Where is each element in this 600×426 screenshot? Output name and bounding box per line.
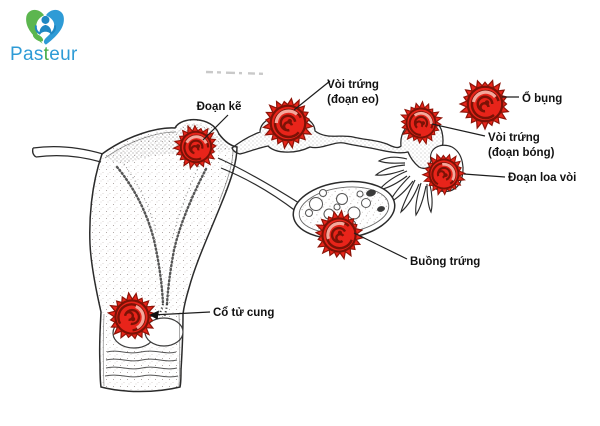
pasteur-wordmark: Pasteur <box>10 45 100 64</box>
label-o-bung: Ổ bụng <box>502 92 562 105</box>
uterus-inner-echo-left <box>89 159 101 231</box>
leader-line-co-tu-cung <box>151 311 211 316</box>
logo-swoosh-right <box>43 9 64 45</box>
ovarian-ligament <box>217 157 300 213</box>
left-tube-stub <box>31 146 104 163</box>
cavity-wall-left <box>115 165 165 306</box>
vagina-wall-echo-left <box>102 313 105 387</box>
corpus-spot-2 <box>377 206 385 212</box>
pasteur-heart-icon <box>26 9 64 45</box>
wordmark-suffix: eur <box>49 44 78 65</box>
uterus <box>89 119 238 393</box>
ovary <box>292 180 396 240</box>
vaginal-rugae <box>104 350 179 378</box>
embryo-marker-abdomen <box>458 78 510 131</box>
label-text-o-bung-0: Ổ bụng <box>522 92 562 105</box>
leader-arrowhead-co-tu-cung <box>149 310 159 320</box>
wordmark-prefix: Pas <box>10 44 44 65</box>
label-text-doan-ke-0: Đoạn kẽ <box>197 101 242 113</box>
label-text-voi-trung-bong-1: (đoạn bóng) <box>488 147 555 159</box>
label-co-tu-cung: Cổ tử cung <box>149 307 274 320</box>
leader-line-voi-trung-eo <box>293 80 331 111</box>
label-doan-ke: Đoạn kẽ <box>197 101 242 141</box>
leader-line-doan-ke <box>202 114 229 141</box>
corpus-spot-1 <box>366 189 376 197</box>
label-doan-loa-voi: Đoạn loa vòi <box>463 172 576 184</box>
logo-person-arm-right <box>50 25 57 35</box>
label-buong-trung: Buồng trứng <box>353 232 480 268</box>
label-text-voi-trung-eo-0: Vòi trứng <box>327 79 379 91</box>
label-text-doan-loa-voi-0: Đoạn loa vòi <box>508 172 576 184</box>
label-voi-trung-eo: Vòi trứng (đoạn eo) <box>293 79 379 111</box>
logo-person-head <box>41 15 50 24</box>
label-text-buong-trung-0: Buồng trứng <box>410 256 480 268</box>
wordmark-accent: t <box>43 44 50 65</box>
pasteur-logo: Pasteur <box>10 5 100 64</box>
label-text-voi-trung-eo-1: (đoạn eo) <box>327 94 379 106</box>
uterus-inner-echo-right <box>218 149 234 203</box>
watermark-remnant <box>205 70 269 76</box>
leader-line-buong-trung <box>353 232 408 260</box>
label-text-co-tu-cung-0: Cổ tử cung <box>213 307 274 319</box>
logo-leaf-bottom <box>32 33 44 42</box>
cavity-echo-left <box>123 163 157 233</box>
label-text-voi-trung-bong-0: Vòi trứng <box>488 132 540 144</box>
leader-line-voi-trung-bong <box>431 123 486 137</box>
vagina-wall-echo-right <box>178 313 181 387</box>
logo-person-body <box>39 24 52 35</box>
label-voi-trung-bong: Vòi trứng (đoạn bóng) <box>431 123 555 159</box>
leader-line-doan-loa-voi <box>463 173 506 178</box>
logo-person-arm-left <box>34 25 41 35</box>
cavity-wall-right <box>165 167 208 306</box>
